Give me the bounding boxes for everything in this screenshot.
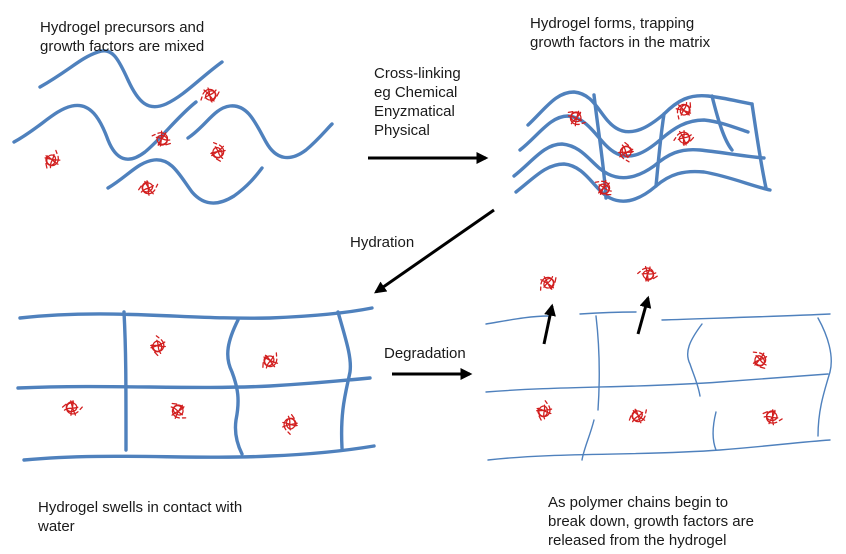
degrading-hydrogel: [486, 312, 831, 460]
polymer-chain: [14, 102, 196, 159]
crosslink: [124, 312, 126, 450]
polymer-chain: [516, 164, 770, 201]
crosslink: [688, 324, 702, 396]
growth-factor-icon: [533, 400, 555, 423]
growth-factor-icon: [280, 413, 301, 435]
precursor-chains: [14, 51, 332, 203]
crosslink: [596, 316, 599, 410]
growth-factor-icon: [210, 143, 225, 162]
polymer-chain: [188, 106, 332, 158]
polymer-chain: [514, 144, 764, 178]
polymer-chain: [488, 440, 830, 460]
crosslink: [713, 412, 716, 450]
polymer-chain: [528, 92, 752, 132]
polymer-chain: [20, 308, 372, 318]
growth-factor-icon: [637, 263, 660, 284]
polymer-chain: [18, 378, 370, 388]
swollen-hydrogel: [18, 308, 374, 460]
growth-factor-icon: [673, 129, 694, 147]
growth-factor-icon: [148, 335, 167, 357]
polymer-chain: [40, 51, 222, 107]
step4-label: As polymer chains begin to break down, g…: [548, 493, 796, 550]
polymer-chain: [108, 160, 262, 203]
step2-label: Hydrogel forms, trapping growth factors …: [530, 14, 756, 52]
crosslink: [752, 104, 766, 188]
growth-factor-icon: [565, 107, 587, 130]
growth-factor-icon: [168, 400, 187, 422]
growth-factor-icon: [41, 149, 64, 171]
crosslinked-hydrogel: [514, 92, 770, 201]
release-arrow: [638, 298, 648, 334]
growth-factor-icon: [259, 351, 281, 371]
polymer-chain: [24, 446, 374, 460]
polymer-chain: [580, 312, 636, 314]
degradation-label: Degradation: [384, 344, 466, 363]
polymer-chain: [486, 316, 548, 324]
polymer-chain: [486, 374, 828, 392]
step3-label: Hydrogel swells in contact with water: [38, 498, 242, 536]
growth-factor-icon: [617, 142, 634, 163]
growth-factor-icon: [628, 408, 648, 424]
crosslink: [818, 318, 831, 436]
growth-factor-icon: [138, 180, 158, 196]
step1-label: Hydrogel precursors and growth factors a…: [40, 18, 204, 56]
growth-factor-icon: [761, 406, 784, 428]
growth-factor-icon: [61, 398, 83, 418]
hydration-label: Hydration: [350, 233, 414, 252]
growth-factor-icon: [751, 350, 768, 370]
growth-factors: [41, 88, 784, 435]
crosslink: [656, 114, 664, 186]
growth-factor-icon: [201, 88, 219, 102]
release-arrow: [544, 306, 552, 344]
crosslinking-label: Cross-linking eg Chemical Enyzmatical Ph…: [374, 64, 461, 140]
polymer-chain: [662, 314, 830, 320]
growth-factor-icon: [537, 274, 558, 292]
growth-factor-icon: [151, 128, 174, 151]
